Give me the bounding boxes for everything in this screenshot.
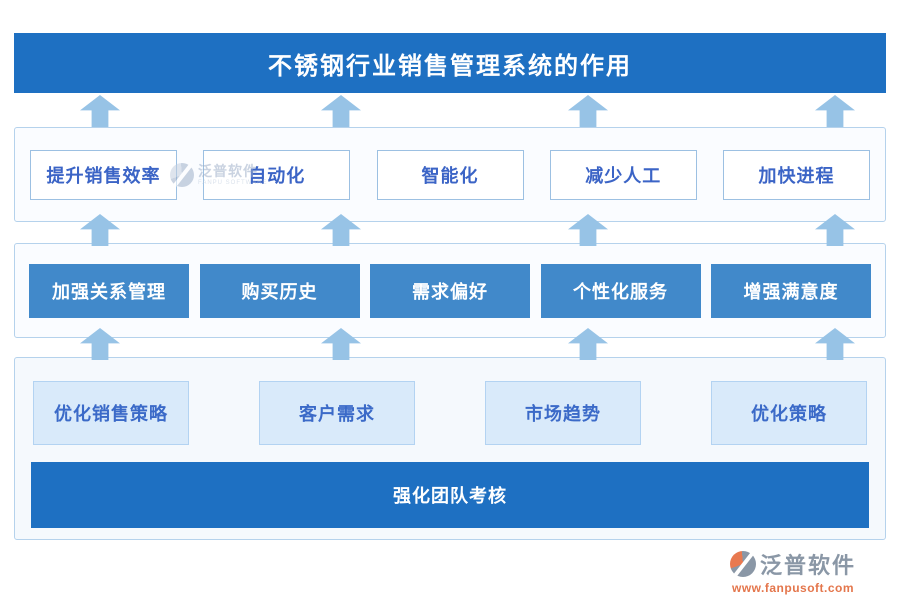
arrow-row-top (14, 95, 886, 127)
crm-box: 需求偏好 (370, 263, 530, 318)
crm-box: 加强关系管理 (29, 263, 189, 318)
watermark-logo: 泛普软件 FANPU SOFTWARE (170, 163, 267, 187)
team-assessment-bar: 强化团队考核 (31, 462, 869, 528)
fanpu-logo-icon (170, 163, 194, 187)
watermark-subtitle: FANPU SOFTWARE (198, 180, 268, 186)
up-arrow-icon (815, 328, 855, 360)
up-arrow-icon (815, 214, 855, 246)
crm-section: 加强关系管理 购买历史 需求偏好 个性化服务 增强满意度 (14, 243, 886, 338)
up-arrow-icon (568, 214, 608, 246)
crm-box: 增强满意度 (711, 263, 871, 318)
watermark-name: 泛普软件 (198, 163, 258, 179)
benefit-box: 提升销售效率 (30, 149, 177, 200)
strategy-box: 市场趋势 (485, 381, 641, 445)
arrow-row-bottom (14, 328, 886, 360)
up-arrow-icon (321, 328, 361, 360)
footer-logo-url: www.fanpusoft.com (732, 581, 855, 595)
strategy-box: 客户需求 (259, 381, 415, 445)
strategy-section: 优化销售策略 客户需求 市场趋势 优化策略 强化团队考核 (14, 357, 886, 540)
benefits-section: 提升销售效率 自动化 智能化 减少人工 加快进程 (14, 127, 886, 222)
benefit-box: 减少人工 (549, 149, 697, 200)
up-arrow-icon (80, 328, 120, 360)
benefit-box: 智能化 (376, 149, 524, 200)
crm-box: 购买历史 (199, 263, 360, 318)
footer-logo-name: 泛普软件 (760, 553, 857, 578)
benefit-box: 自动化 (203, 149, 351, 200)
arrow-row-middle (14, 214, 886, 246)
strategy-box: 优化销售策略 (33, 381, 189, 445)
crm-box: 个性化服务 (540, 263, 701, 318)
up-arrow-icon (815, 95, 855, 127)
benefit-box: 加快进程 (723, 149, 870, 200)
up-arrow-icon (321, 214, 361, 246)
up-arrow-icon (80, 214, 120, 246)
up-arrow-icon (80, 95, 120, 127)
page-title: 不锈钢行业销售管理系统的作用 (14, 33, 886, 93)
up-arrow-icon (568, 328, 608, 360)
fanpu-logo-icon (730, 551, 756, 577)
up-arrow-icon (321, 95, 361, 127)
footer-logo: 泛普软件 www.fanpusoft.com (730, 548, 890, 595)
strategy-box: 优化策略 (711, 381, 867, 445)
up-arrow-icon (568, 95, 608, 127)
